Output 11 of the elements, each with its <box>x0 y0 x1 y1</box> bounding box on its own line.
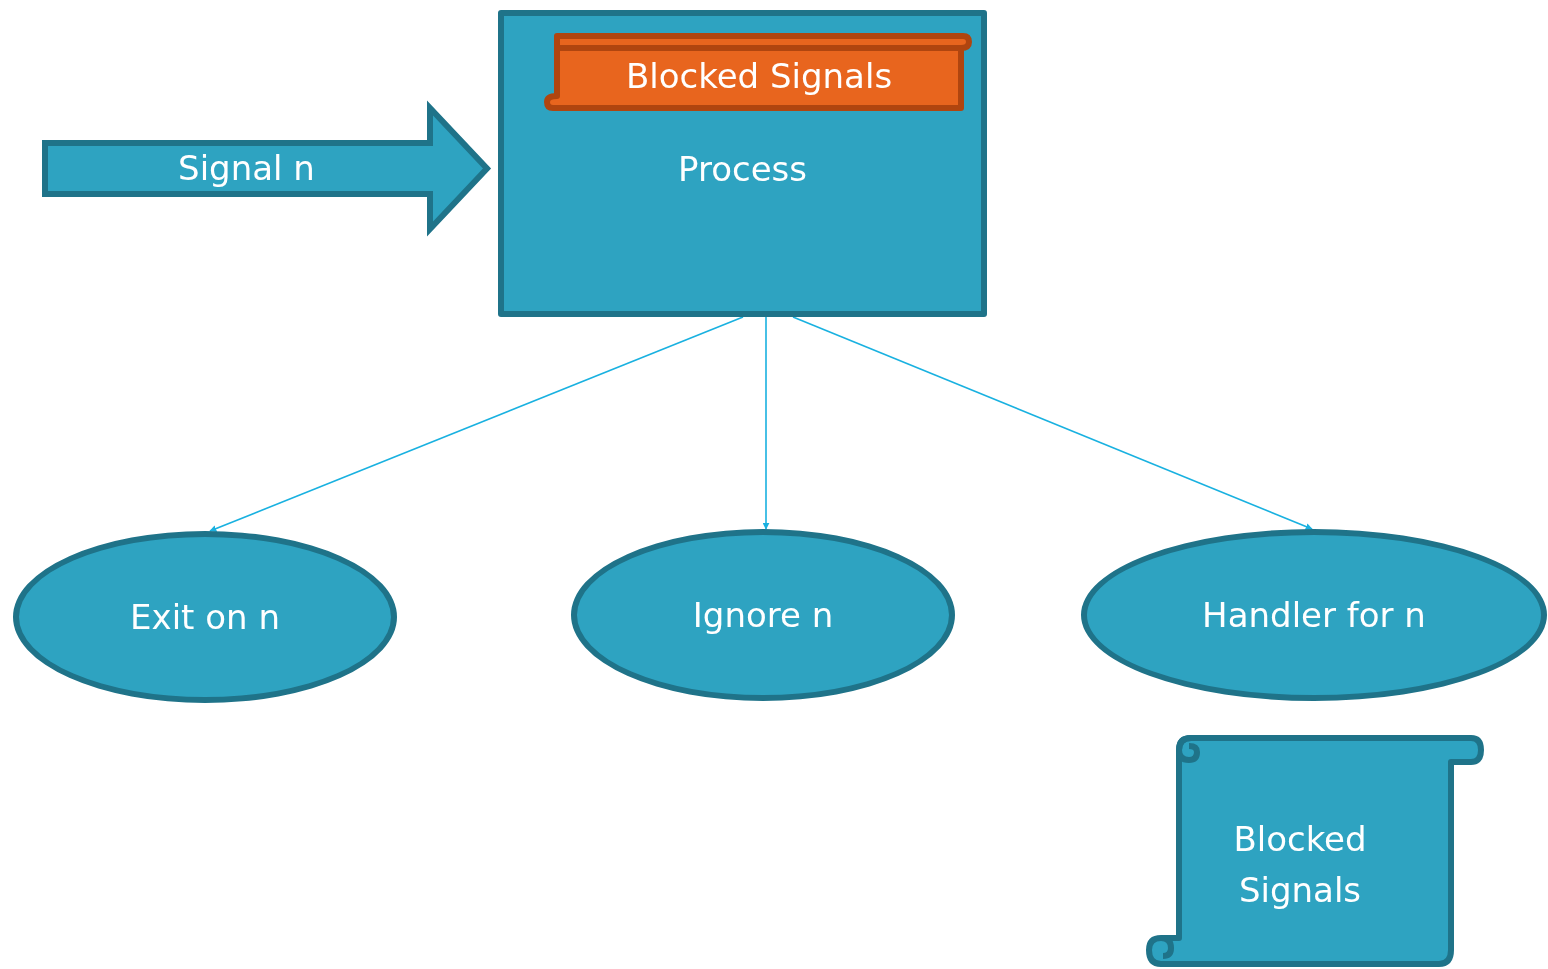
node-label: Exit on n <box>130 595 280 639</box>
process-box <box>498 10 987 317</box>
node-label: Signal n <box>178 147 315 190</box>
node-label: Blocked Signals <box>1232 818 1368 912</box>
node-label: Process <box>678 148 807 191</box>
node-label: Blocked Signals <box>625 54 893 98</box>
arrow <box>762 316 770 530</box>
arrow <box>209 316 744 532</box>
node-label: Ignore n <box>692 593 834 637</box>
arrow <box>792 316 1313 530</box>
node-label: Handler for n <box>1202 593 1426 637</box>
